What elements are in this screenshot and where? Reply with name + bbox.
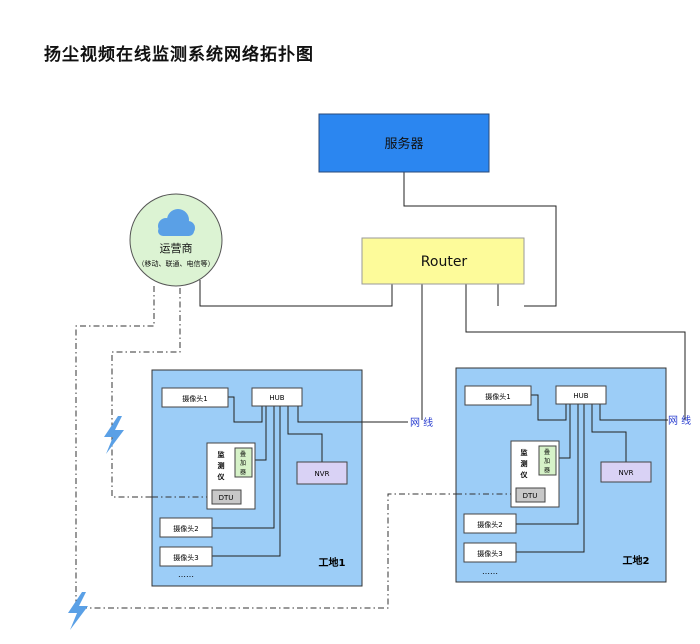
site1-camera1-label: 摄像头1	[182, 394, 207, 403]
site1-monitor-char: 监	[218, 450, 225, 459]
site1-monitor-char: 仪	[217, 473, 226, 481]
site1-inner-lines	[212, 396, 362, 557]
site1-adder-char: 加	[240, 459, 246, 467]
server-node: 服务器	[318, 113, 490, 173]
site2-monitor-char: 仪	[520, 471, 529, 479]
site1-camera2-box	[159, 517, 213, 538]
router-site2-line	[465, 284, 686, 420]
site2-camera3-box	[463, 542, 517, 563]
site1-nvr-box	[296, 461, 348, 485]
site2-monitor-char: 测	[521, 459, 528, 468]
site2-hub-label: HUB	[573, 392, 588, 400]
site2-nvr-label: NVR	[619, 469, 634, 477]
site2-container: 摄像头1 HUB 监 测 仪 叠 加 器 DTU NVR 摄像头2 摄像头3 ……	[455, 367, 667, 583]
site2-monitor-char: 监	[521, 448, 528, 457]
carrier-node: 运营商 （移动、联通、电信等）	[129, 193, 223, 287]
site1-nvr-label: NVR	[315, 470, 330, 478]
site2-name: 工地2	[623, 554, 650, 567]
wireless-links	[75, 286, 516, 609]
site2-dtu-box	[515, 487, 546, 503]
site1-adder-char: 器	[240, 469, 246, 476]
site2-camera3-label: 摄像头3	[477, 549, 502, 558]
server-label: 服务器	[384, 136, 423, 152]
wireless-site1-link	[111, 288, 215, 498]
site1-monitor-char: 测	[218, 461, 225, 470]
site1-adder-char: 叠	[240, 451, 246, 458]
site2-adder-char: 加	[544, 457, 550, 465]
site2-camera2-box	[463, 513, 517, 534]
site1-dtu-box	[211, 489, 242, 505]
lightning-icon	[104, 416, 124, 454]
site1-camera1-box	[161, 387, 229, 408]
router-label: Router	[421, 254, 468, 270]
network-cable-label-site2: 网 线	[668, 414, 691, 427]
lightning-icon	[68, 592, 88, 630]
network-cable-label-site1: 网 线	[410, 416, 433, 429]
site1-camera3-box	[159, 546, 213, 567]
site2-adder-char: 叠	[544, 449, 550, 456]
site1-hub-box	[251, 387, 303, 407]
site2-dtu-label: DTU	[523, 492, 538, 500]
carrier-router-line	[199, 280, 393, 307]
page-title: 扬尘视频在线监测系统网络拓扑图	[44, 45, 314, 65]
cloud-icon	[158, 209, 195, 236]
site2-camera1-label: 摄像头1	[485, 392, 510, 401]
site1-container: 摄像头1 HUB 监 测 仪 叠 加 器 DTU NVR 摄像头2 摄像头3 ……	[151, 369, 363, 587]
router-node: Router	[361, 237, 525, 285]
site1-camera3-label: 摄像头3	[173, 553, 198, 562]
site2-adder-char: 器	[544, 467, 550, 474]
carrier-note: （移动、联通、电信等）	[138, 259, 215, 268]
carrier-name: 运营商	[160, 241, 193, 255]
site1-adder-box	[234, 447, 253, 478]
site2-nvr-box	[600, 461, 652, 483]
site2-camera2-label: 摄像头2	[477, 520, 502, 529]
site1-name: 工地1	[319, 556, 346, 569]
site1-more: ……	[178, 570, 194, 579]
wireless-site2-link	[75, 286, 516, 609]
site1-hub-label: HUB	[269, 394, 284, 402]
site1-dtu-label: DTU	[219, 494, 234, 502]
site2-adder-box	[538, 445, 557, 476]
server-router-line	[403, 172, 557, 307]
site2-inner-lines	[516, 394, 666, 553]
site2-more: ……	[482, 567, 498, 576]
site1-camera2-label: 摄像头2	[173, 524, 198, 533]
site2-hub-box	[555, 385, 607, 405]
site2-camera1-box	[464, 385, 532, 406]
